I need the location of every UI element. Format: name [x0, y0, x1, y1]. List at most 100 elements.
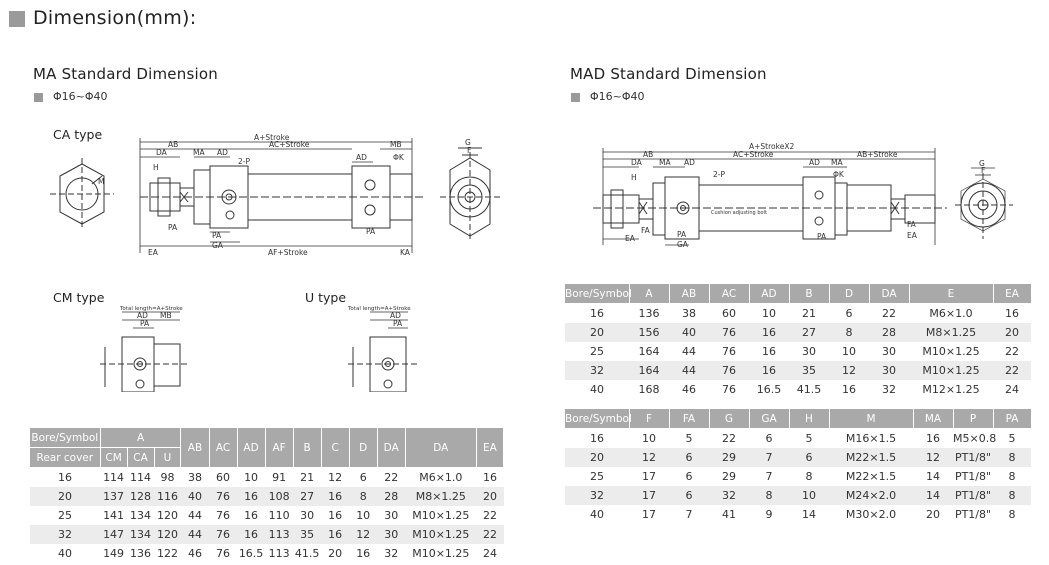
table-cell: M6×1.0 — [419, 471, 463, 484]
table-cell: 41.5 — [294, 547, 320, 560]
cm-total-length-label: Total length=A+Stroke — [119, 306, 183, 312]
table-cell: 22 — [384, 471, 399, 484]
table-cell: 10 — [789, 486, 829, 505]
table-cell: 25 — [590, 470, 604, 483]
table-cell: 16 — [1005, 307, 1019, 320]
table-cell: 35 — [789, 361, 829, 380]
table-cell: 16.5 — [238, 547, 264, 560]
column-header: G — [709, 409, 750, 429]
table-cell: M16×1.5 — [845, 432, 897, 445]
ma-af-stroke-label: AF+Stroke — [268, 248, 308, 257]
table-cell: 76 — [709, 361, 749, 380]
table-cell: 91 — [272, 471, 287, 484]
table-cell: 136 — [638, 307, 660, 320]
table-cell: 7 — [749, 448, 789, 467]
mad-ea-label: EA — [625, 234, 636, 243]
table-cell: 6 — [789, 448, 829, 467]
table-cell: M22×1.5 — [845, 470, 897, 483]
mad-ea2-label: EA — [907, 231, 918, 240]
u-pa-label: PA — [393, 319, 403, 328]
mad-g-label: G — [979, 159, 985, 168]
table-cell: 16.5 — [756, 383, 782, 396]
mad-ga-label: GA — [677, 240, 689, 249]
table-cell: 16 — [482, 471, 497, 484]
table-cell: 44 — [682, 345, 696, 358]
table-cell: 46 — [188, 547, 202, 560]
mad-2p-label: 2-P — [713, 170, 725, 179]
column-header: Bore/Symbol — [565, 284, 632, 304]
mad-section-title: MAD Standard Dimension — [570, 65, 767, 83]
table-cell: 114 — [103, 471, 125, 484]
ma-ma-label: MA — [193, 148, 205, 157]
table-cell: 7 — [685, 508, 693, 521]
table-cell: 16 — [321, 525, 350, 544]
ma-pa3-label: PA — [366, 227, 376, 236]
table-cell: 8 — [749, 486, 789, 505]
table-cell: 8 — [993, 486, 1031, 505]
ma-head-rear-cover: Rear cover — [30, 447, 101, 468]
table-cell: 16 — [321, 487, 350, 506]
table-cell: 44 — [188, 509, 202, 522]
table-cell: 38 — [682, 307, 696, 320]
table-cell: 29 — [709, 448, 749, 467]
ma-head-cm: CM — [100, 447, 128, 468]
table-cell: 60 — [216, 471, 231, 484]
table-cell: 22 — [482, 509, 497, 522]
table-cell: 32 — [565, 486, 629, 505]
mad-ad2-label: AD — [809, 158, 820, 167]
table-cell: 32 — [565, 361, 629, 380]
table-cell: 128 — [127, 487, 154, 506]
table-cell: 22 — [1005, 345, 1019, 358]
mad-h-label: H — [631, 173, 637, 182]
ma-head-da: DA — [377, 428, 406, 468]
table-cell: 25 — [590, 345, 604, 358]
table-cell: 14 — [926, 470, 940, 483]
table-cell: 16 — [244, 509, 259, 522]
table-cell: 17 — [642, 508, 656, 521]
table-cell: 16 — [58, 471, 73, 484]
table-cell: 116 — [154, 487, 181, 506]
table-cell: 17 — [642, 470, 656, 483]
table-cell: 28 — [869, 323, 909, 342]
ca-type-drawing: A+Stroke AC+Stroke AB MB DA MA AD AD ΦK … — [50, 133, 500, 257]
table-cell: M10×1.25 — [922, 345, 980, 358]
table-cell: 32 — [882, 383, 896, 396]
column-header: E — [909, 284, 994, 304]
table-cell: 110 — [268, 509, 290, 522]
ma-dimension-lines — [139, 138, 413, 253]
ma-bullet-icon — [34, 93, 43, 102]
ma-mb-label: MB — [390, 140, 402, 149]
table-cell: 6 — [765, 432, 773, 445]
u-type-drawing: Total length=A+Stroke AD PA — [348, 306, 420, 392]
table-cell: M10×1.25 — [909, 361, 993, 380]
table-cell: 16 — [926, 432, 940, 445]
table-cell: 12 — [913, 448, 953, 467]
table-cell: 16 — [842, 383, 856, 396]
u-ad-label: AD — [390, 311, 401, 320]
column-header: EA — [993, 284, 1032, 304]
cm-type-label: CM type — [53, 290, 105, 305]
table-cell: 16 — [590, 307, 604, 320]
table-cell: 149 — [103, 547, 125, 560]
table-cell: 17 — [629, 486, 669, 505]
mad-ab-label: AB — [643, 150, 653, 159]
table-cell: M22×1.5 — [829, 448, 913, 467]
table-cell: M30×2.0 — [845, 508, 897, 521]
table-cell: 7 — [765, 470, 773, 483]
mad-f-label: F — [981, 166, 985, 175]
ma-da-label: DA — [156, 148, 168, 157]
ma-phik-label: ΦK — [393, 153, 405, 162]
table-cell: 38 — [188, 471, 202, 484]
table-cell: M5×0.8 — [953, 432, 997, 445]
table-cell: 30 — [384, 509, 399, 522]
table-cell: 16 — [356, 547, 371, 560]
table-cell: 40 — [669, 323, 709, 342]
table-cell: 10 — [842, 345, 856, 358]
table-cell: 20 — [476, 487, 504, 506]
